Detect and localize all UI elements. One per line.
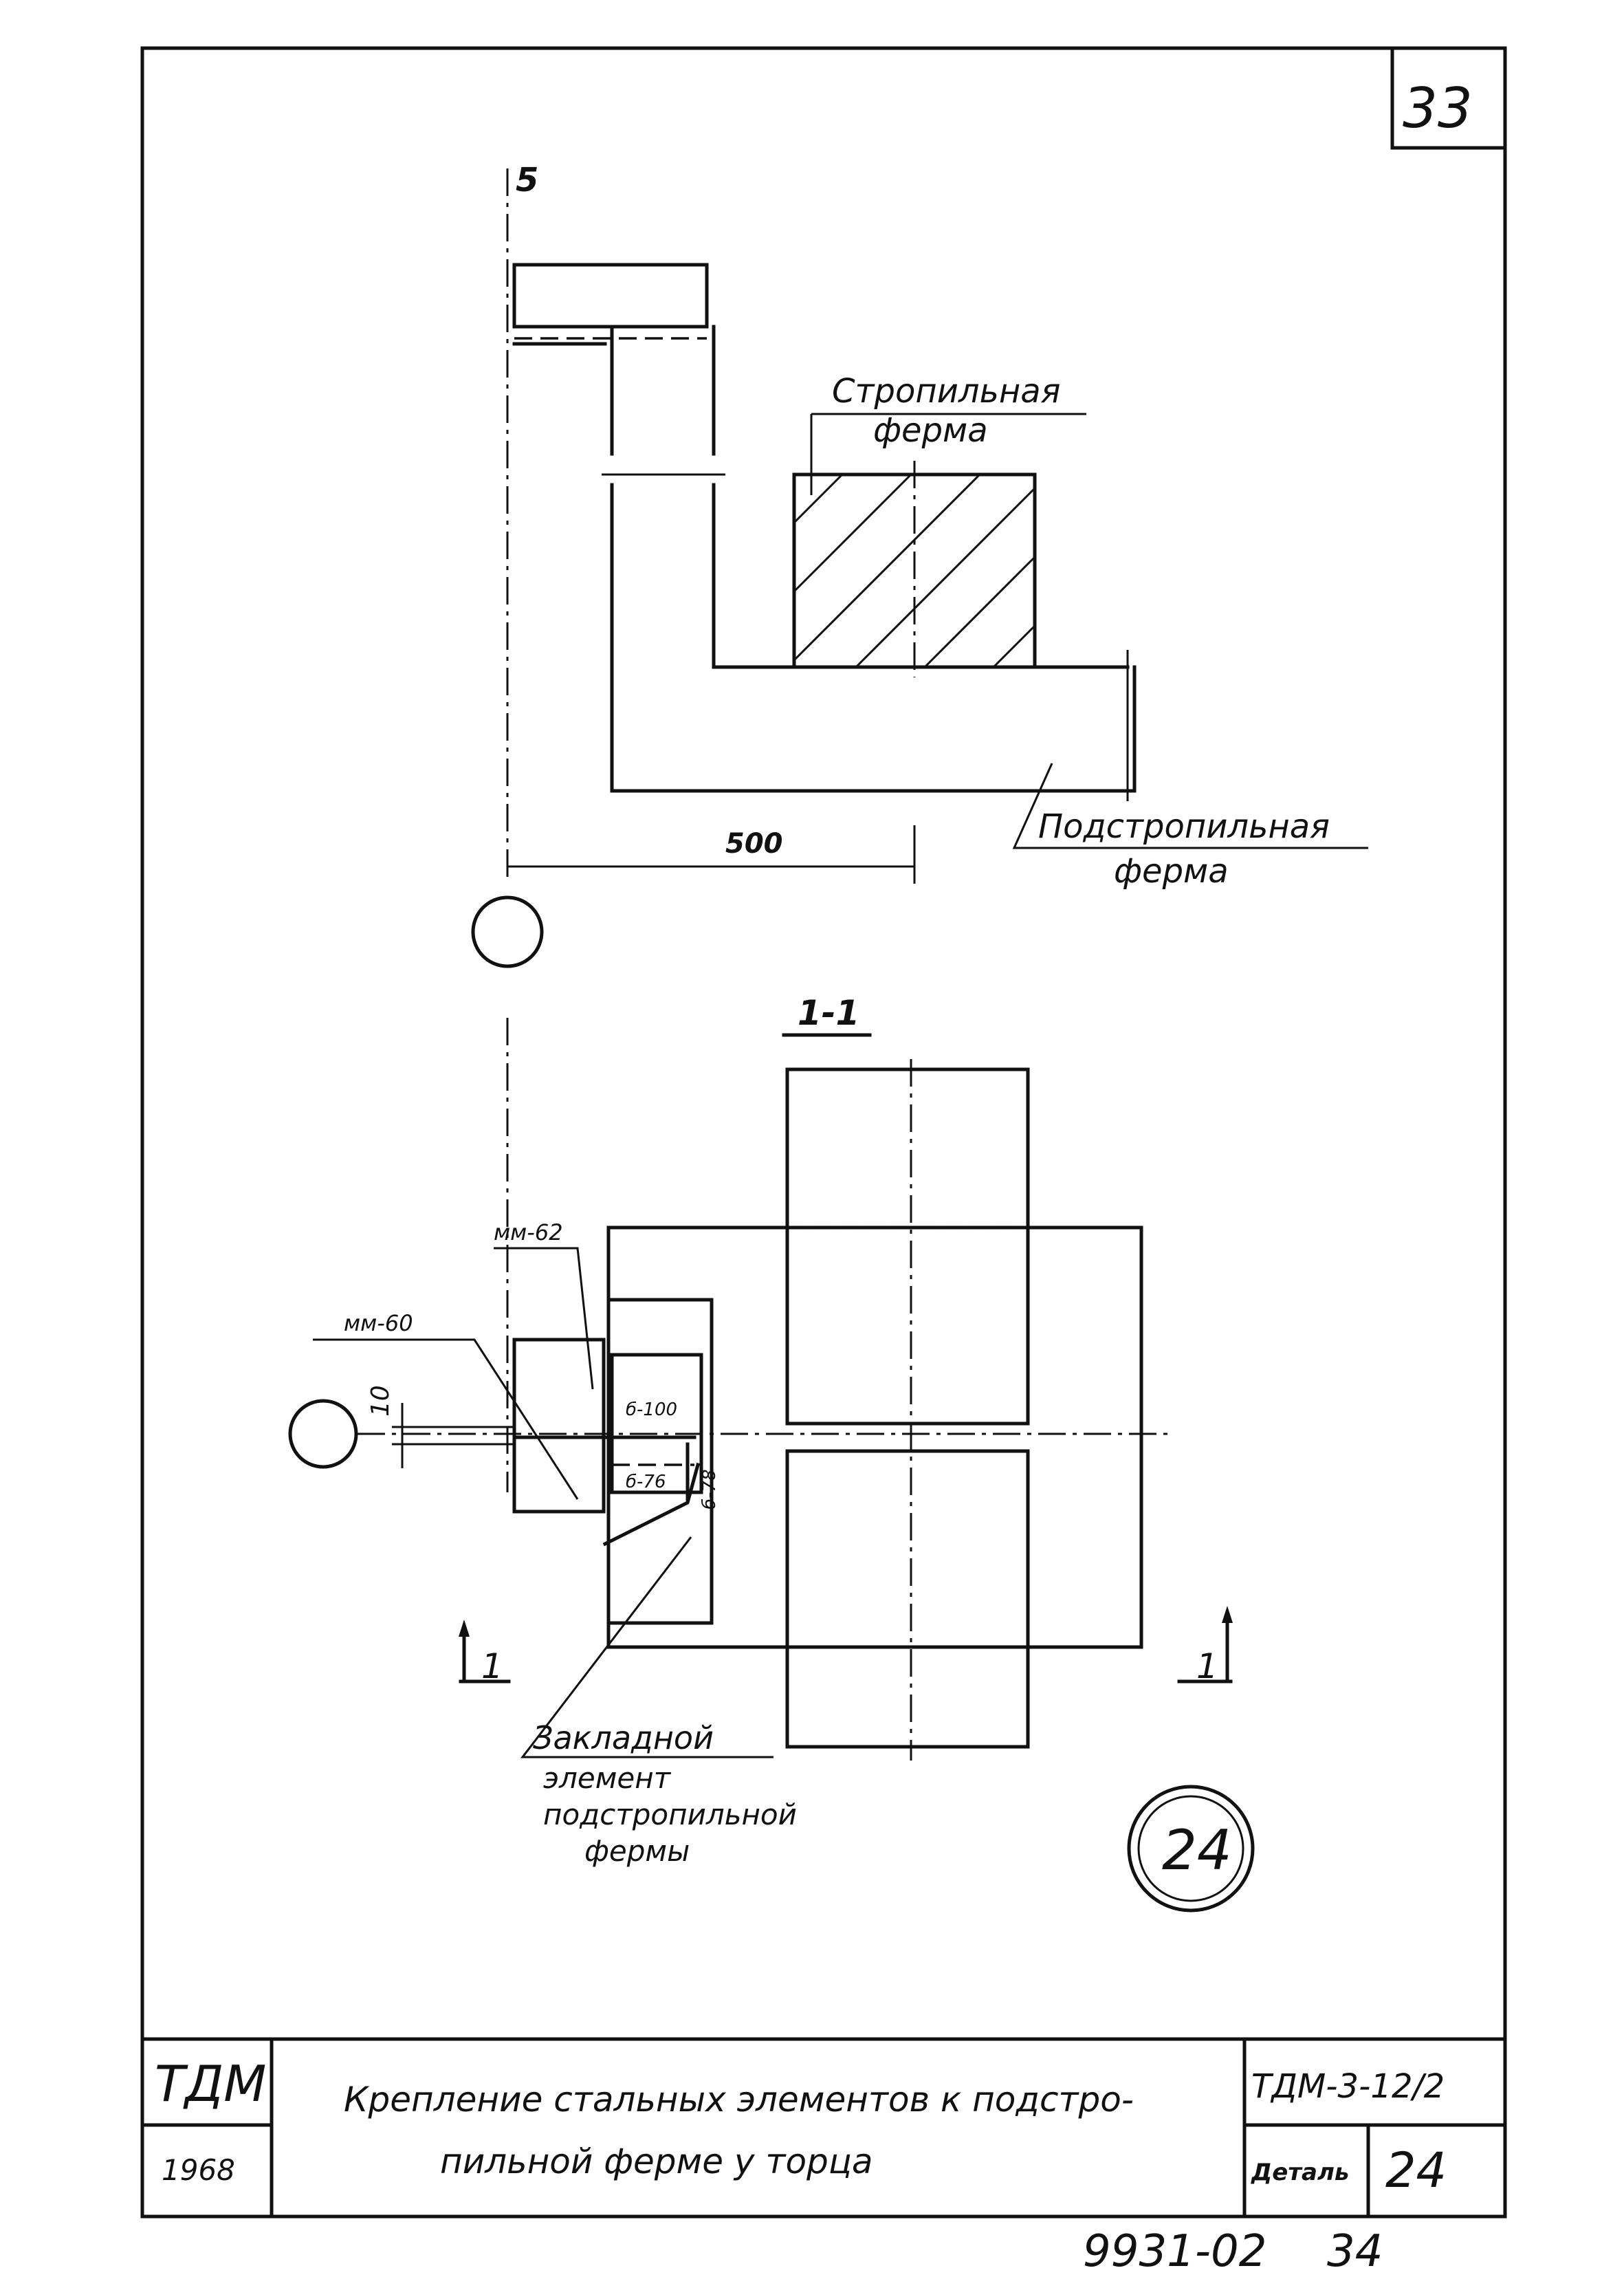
title-line-1: Крепление стальных элементов к подстро- [344, 2080, 1134, 2120]
sheet-number-box: 33 [1390, 46, 1507, 150]
svg-text:1: 1 [481, 1646, 503, 1686]
section-cut-right: 1 [1177, 1606, 1233, 1686]
embedded-leader [520, 1536, 773, 1758]
rafter-truss-label-1: Стропильная [832, 372, 1061, 411]
steel-plate-mm62 [610, 1353, 703, 1494]
section-cut-left: 1 [459, 1620, 511, 1686]
axis-circle-top [471, 895, 544, 968]
sheet-number: 33 [1403, 76, 1473, 140]
archive-number: 9931-02 [1083, 2226, 1266, 2274]
sheet-frame [140, 46, 1507, 2219]
top-elevation: 5 Стропильная ферма Подстропиль [471, 161, 1368, 1492]
section-marker: 5 [516, 161, 538, 199]
section-1-1: 1-1 10 мм-62 мм-60 б-100 б-7 [288, 993, 1255, 1913]
sub-rafter-truss-label-2: ферма [1114, 852, 1229, 891]
embedded-label-3: подстропильной [543, 1798, 797, 1831]
embedded-label-2: элемент [543, 1761, 672, 1795]
title-line-2: пильной ферме у торца [440, 2142, 873, 2181]
weld-b76: б-76 [626, 1472, 666, 1492]
sub-rafter-truss-label-1: Подстропильная [1038, 807, 1330, 846]
section-title: 1-1 [798, 993, 859, 1033]
dimension-10: 10 [366, 1385, 395, 1417]
year: 1968 [162, 2153, 235, 2187]
rafter-member-lower [785, 1449, 1030, 1749]
embedded-element [606, 1298, 714, 1625]
axis-circle-bottom [288, 1399, 358, 1469]
detail-circle-inner [1137, 1795, 1244, 1902]
page-number: 34 [1327, 2226, 1383, 2274]
org-code: ТДМ [155, 2055, 266, 2113]
label-mm60: мм-60 [344, 1310, 413, 1336]
sub-rafter-truss-outline [610, 483, 1137, 793]
weld-b100: б-100 [626, 1399, 677, 1420]
detail-number: 24 [1162, 1818, 1232, 1882]
sub-rafter-leader [1012, 763, 1368, 849]
steel-plate [512, 263, 709, 329]
embedded-label-1: Закладной [533, 1719, 714, 1756]
label-mm62: мм-62 [494, 1219, 563, 1245]
weld-b78: б-78 [699, 1470, 720, 1510]
doc-code: ТДМ-3-12/2 [1251, 2067, 1445, 2106]
svg-text:1: 1 [1196, 1646, 1218, 1686]
steel-plate-mm60 [512, 1338, 606, 1514]
detail-number-box: 24 [1385, 2142, 1447, 2199]
detail-label: Деталь [1251, 2159, 1349, 2186]
detail-circle-outer [1127, 1785, 1255, 1913]
embedded-label-4: фермы [584, 1834, 690, 1868]
rafter-truss-section [792, 461, 1037, 677]
title-block: ТДМ 1968 Крепление стальных элементов к … [140, 2037, 1507, 2219]
rafter-truss-label-2: ферма [873, 411, 988, 450]
rafter-member-upper [785, 1067, 1030, 1426]
dimension-500: 500 [725, 828, 783, 860]
